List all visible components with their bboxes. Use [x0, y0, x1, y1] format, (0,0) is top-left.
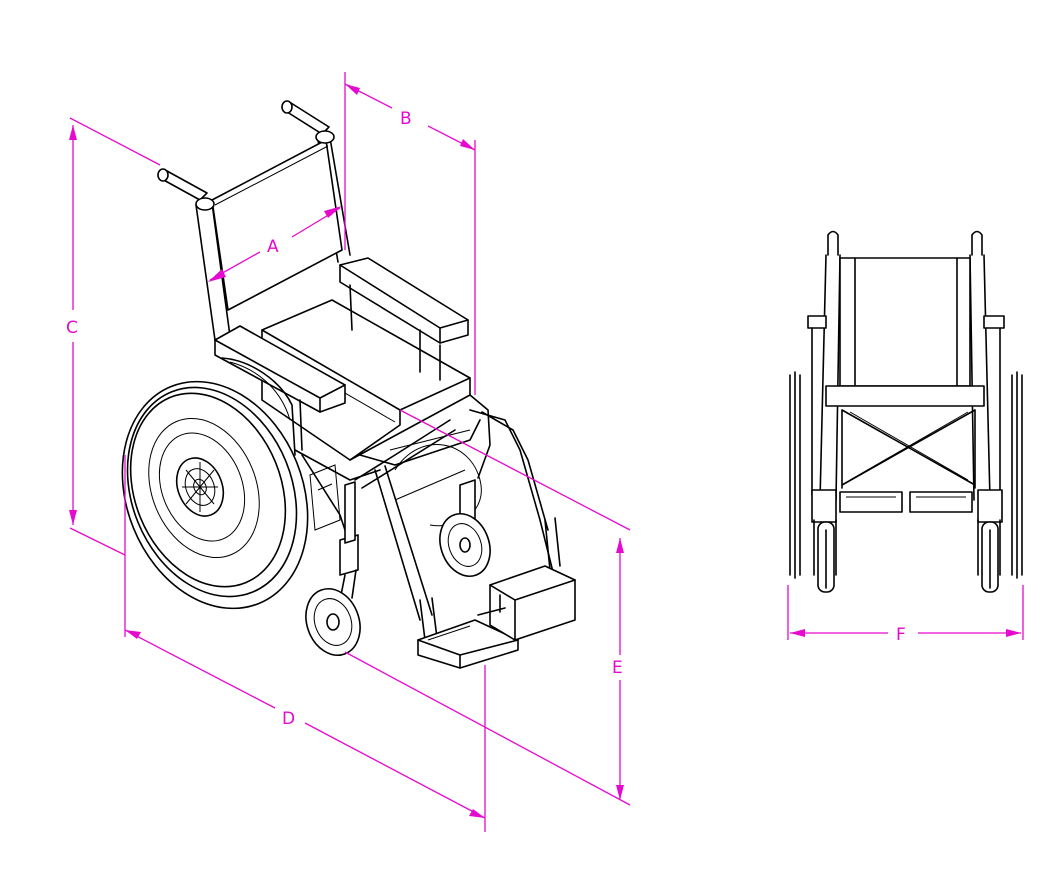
dimension-label-b: B	[400, 109, 412, 129]
armrest-far	[339, 257, 469, 381]
dimension-lines: A B C D E F	[66, 72, 1024, 832]
wheelchair-isometric-view	[121, 100, 576, 669]
dimension-a	[208, 206, 342, 282]
dimension-label-e: E	[612, 658, 623, 678]
dimension-c	[69, 117, 161, 556]
rear-wheel	[121, 380, 309, 610]
dimension-e	[344, 409, 631, 806]
dimension-label-a: A	[267, 237, 279, 257]
casters	[305, 479, 491, 656]
dimension-label-c: C	[66, 318, 78, 338]
footrests	[417, 517, 576, 669]
dimension-b	[344, 72, 476, 395]
dimension-label-f: F	[896, 625, 906, 645]
backrest	[157, 100, 351, 341]
dimension-label-d: D	[282, 709, 295, 729]
dimension-f	[787, 585, 1024, 640]
dimension-d	[124, 455, 486, 832]
armrest-near	[214, 325, 346, 456]
wheelchair-front-view	[789, 230, 1023, 593]
frame	[294, 394, 556, 621]
